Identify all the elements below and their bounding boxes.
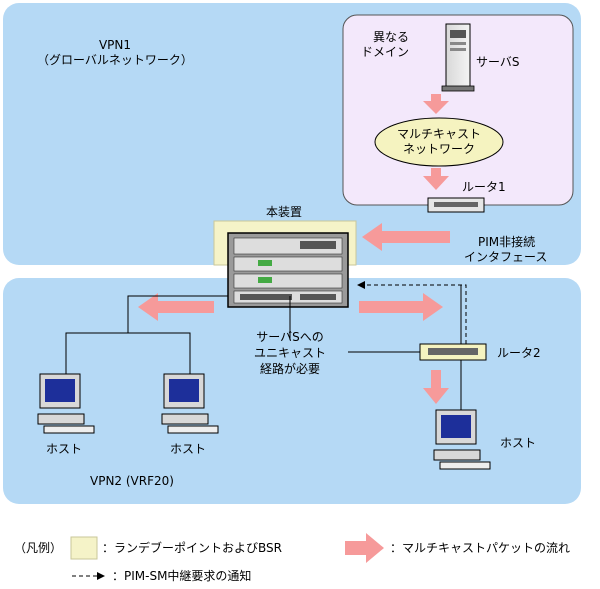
- flow-arrow-device-to-left: [138, 293, 214, 321]
- mcast-network-label-2: ネットワーク: [402, 142, 475, 156]
- device-chassis: [227, 232, 349, 308]
- legend-mcast-flow-text: ：マルチキャストパケットの流れ: [390, 541, 571, 555]
- host-icon: [161, 373, 219, 434]
- other-domain-label-2: ドメイン: [361, 45, 410, 59]
- pim-join-dashed-arrow: [357, 281, 467, 344]
- vpn2-area: [3, 278, 581, 504]
- router2-icon: [419, 343, 487, 361]
- unicast-note-2: ユニキャスト: [253, 346, 326, 360]
- other-domain-label-1: 異なる: [373, 30, 410, 44]
- legend-pim-join-text: ：PIM-SM中継要求の通知: [112, 569, 252, 583]
- flow-arrow-cloud-to-router1: [423, 168, 449, 190]
- router2-label: ルータ2: [497, 346, 541, 360]
- host-icon: [37, 373, 95, 434]
- host-icon: [433, 409, 491, 470]
- vpn1-subtitle: （グローバルネットワーク）: [37, 53, 193, 67]
- unicast-note-3: 経路が必要: [259, 362, 320, 376]
- host-label-2: ホスト: [170, 442, 207, 456]
- vpn1-title: VPN1: [98, 38, 132, 52]
- flow-arrow-router1-to-device: [362, 223, 450, 251]
- legend-rp-bsr-text: ：ランデブーポイントおよびBSR: [102, 541, 282, 555]
- legend-title: （凡例）: [14, 541, 63, 555]
- host-label-3: ホスト: [500, 436, 537, 450]
- multicast-network-cloud: [374, 117, 504, 167]
- router1-icon: [427, 197, 485, 213]
- pim-interface-label-1: PIM非接続: [478, 235, 536, 249]
- router1-label: ルータ1: [462, 180, 506, 194]
- server-s-label: サーバS: [476, 55, 520, 69]
- device-label: 本装置: [266, 205, 303, 219]
- flow-arrow-server-to-cloud: [423, 94, 449, 114]
- flow-arrow-device-to-router2: [359, 293, 443, 321]
- vpn2-title: VPN2 (VRF20): [90, 474, 174, 488]
- mcast-network-label-1: マルチキャスト: [396, 127, 481, 141]
- unicast-note-1: サーバSへの: [256, 330, 324, 344]
- legend-rp-swatch: [70, 536, 98, 560]
- network-links: [65, 285, 462, 374]
- host-label-1: ホスト: [46, 442, 83, 456]
- pim-interface-label-2: インタフェース: [464, 250, 548, 264]
- legend-flow-arrow: [345, 533, 384, 563]
- flow-arrow-router2-to-host: [423, 370, 449, 404]
- server-s-icon: [441, 23, 475, 92]
